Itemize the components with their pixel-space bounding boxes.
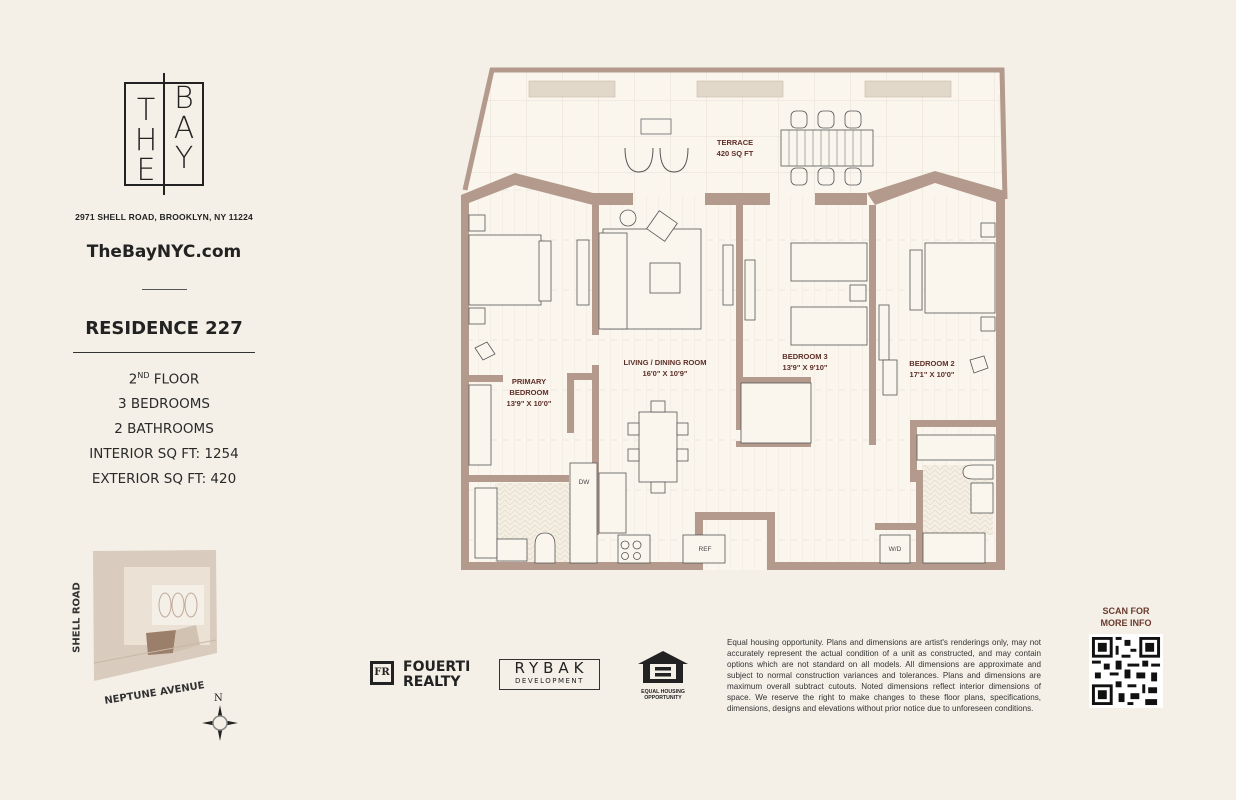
bedrooms-spec: 3 BEDROOMS <box>118 396 210 412</box>
divider <box>142 289 187 290</box>
fouerti-line1: FOUERTI <box>403 659 471 675</box>
logo-letter: T <box>136 93 156 128</box>
room-dims: 17'1" X 10'0" <box>909 370 955 379</box>
room-label-bedroom-3: BEDROOM 3 13'9" X 9'10" <box>765 351 845 373</box>
eho-line1: EQUAL HOUSING <box>641 689 685 695</box>
website-link[interactable]: TheBayNYC.com <box>86 242 242 262</box>
logo-letter: A <box>173 111 195 146</box>
floor-plan: TERRACE 420 SQ FT PRIMARY BEDROOM 13'9" … <box>455 65 1015 575</box>
room-name: BEDROOM 3 <box>782 352 828 361</box>
fouerti-realty-logo: FR FOUERTI REALTY <box>370 660 480 690</box>
logo-letter: Y <box>174 141 194 176</box>
rybak-development-logo: RYBAK DEVELOPMENT <box>499 659 600 690</box>
eho-line2: OPPORTUNITY <box>644 695 682 701</box>
house-icon <box>638 651 688 683</box>
equal-housing-logo: EQUAL HOUSING OPPORTUNITY <box>636 650 690 702</box>
refrigerator-label: REF <box>698 546 712 553</box>
room-name: LIVING / DINING ROOM <box>623 358 707 367</box>
street-label-shell-road: SHELL ROAD <box>71 582 83 653</box>
floor-suffix: ND <box>137 371 150 380</box>
exterior-sqft: EXTERIOR SQ FT: 420 <box>91 471 237 487</box>
room-name: TERRACE <box>716 138 754 147</box>
room-label-living-dining: LIVING / DINING ROOM 16'0" X 10'9" <box>605 357 725 379</box>
room-name: BEDROOM 2 <box>909 359 955 368</box>
compass-north-label: N <box>214 693 223 704</box>
room-dims: 13'9" X 9'10" <box>782 363 828 372</box>
floor-word: FLOOR <box>149 371 200 388</box>
room-dims: 420 SQ FT <box>716 149 754 158</box>
scan-label: SCAN FOR MORE INFO <box>1090 605 1162 629</box>
site-plan <box>90 545 220 685</box>
room-dims: 13'9" X 10'0" <box>506 399 552 408</box>
room-label-terrace: TERRACE 420 SQ FT <box>695 137 775 159</box>
room-name: PRIMARY <box>511 377 547 386</box>
residence-title: RESIDENCE 227 <box>85 318 243 339</box>
rybak-line2: DEVELOPMENT <box>515 677 584 685</box>
scan-line1: SCAN FOR <box>1102 606 1150 616</box>
logo-letter: B <box>174 81 194 116</box>
room-name: BEDROOM <box>509 388 549 397</box>
washer-dryer-label: W/D <box>888 546 902 553</box>
logo-letter: E <box>136 153 156 188</box>
compass-icon: N <box>200 693 240 745</box>
address: 2971 SHELL ROAD, BROOKLYN, NY 11224 <box>75 212 253 222</box>
logo-letter: H <box>134 123 158 158</box>
room-label-primary-bedroom: PRIMARY BEDROOM 13'9" X 10'0" <box>493 376 565 409</box>
scan-line2: MORE INFO <box>1100 618 1152 628</box>
rybak-line1: RYBAK <box>514 659 589 677</box>
room-label-bedroom-2: BEDROOM 2 17'1" X 10'0" <box>892 358 972 380</box>
logo-divider <box>163 73 165 195</box>
fouerti-line2: REALTY <box>403 674 461 690</box>
interior-sqft: INTERIOR SQ FT: 1254 <box>89 446 239 462</box>
qr-code[interactable] <box>1089 634 1163 708</box>
room-dims: 16'0" X 10'9" <box>642 369 688 378</box>
disclaimer-text: Equal housing opportunity. Plans and dim… <box>727 638 1041 713</box>
fouerti-mark: FR <box>370 661 394 685</box>
floor-number: 2 <box>128 371 138 388</box>
floor-spec: 2ND FLOOR <box>40 371 288 388</box>
bathrooms-spec: 2 BATHROOMS <box>114 421 214 437</box>
divider <box>73 352 255 353</box>
dishwasher-label: DW <box>578 479 590 486</box>
